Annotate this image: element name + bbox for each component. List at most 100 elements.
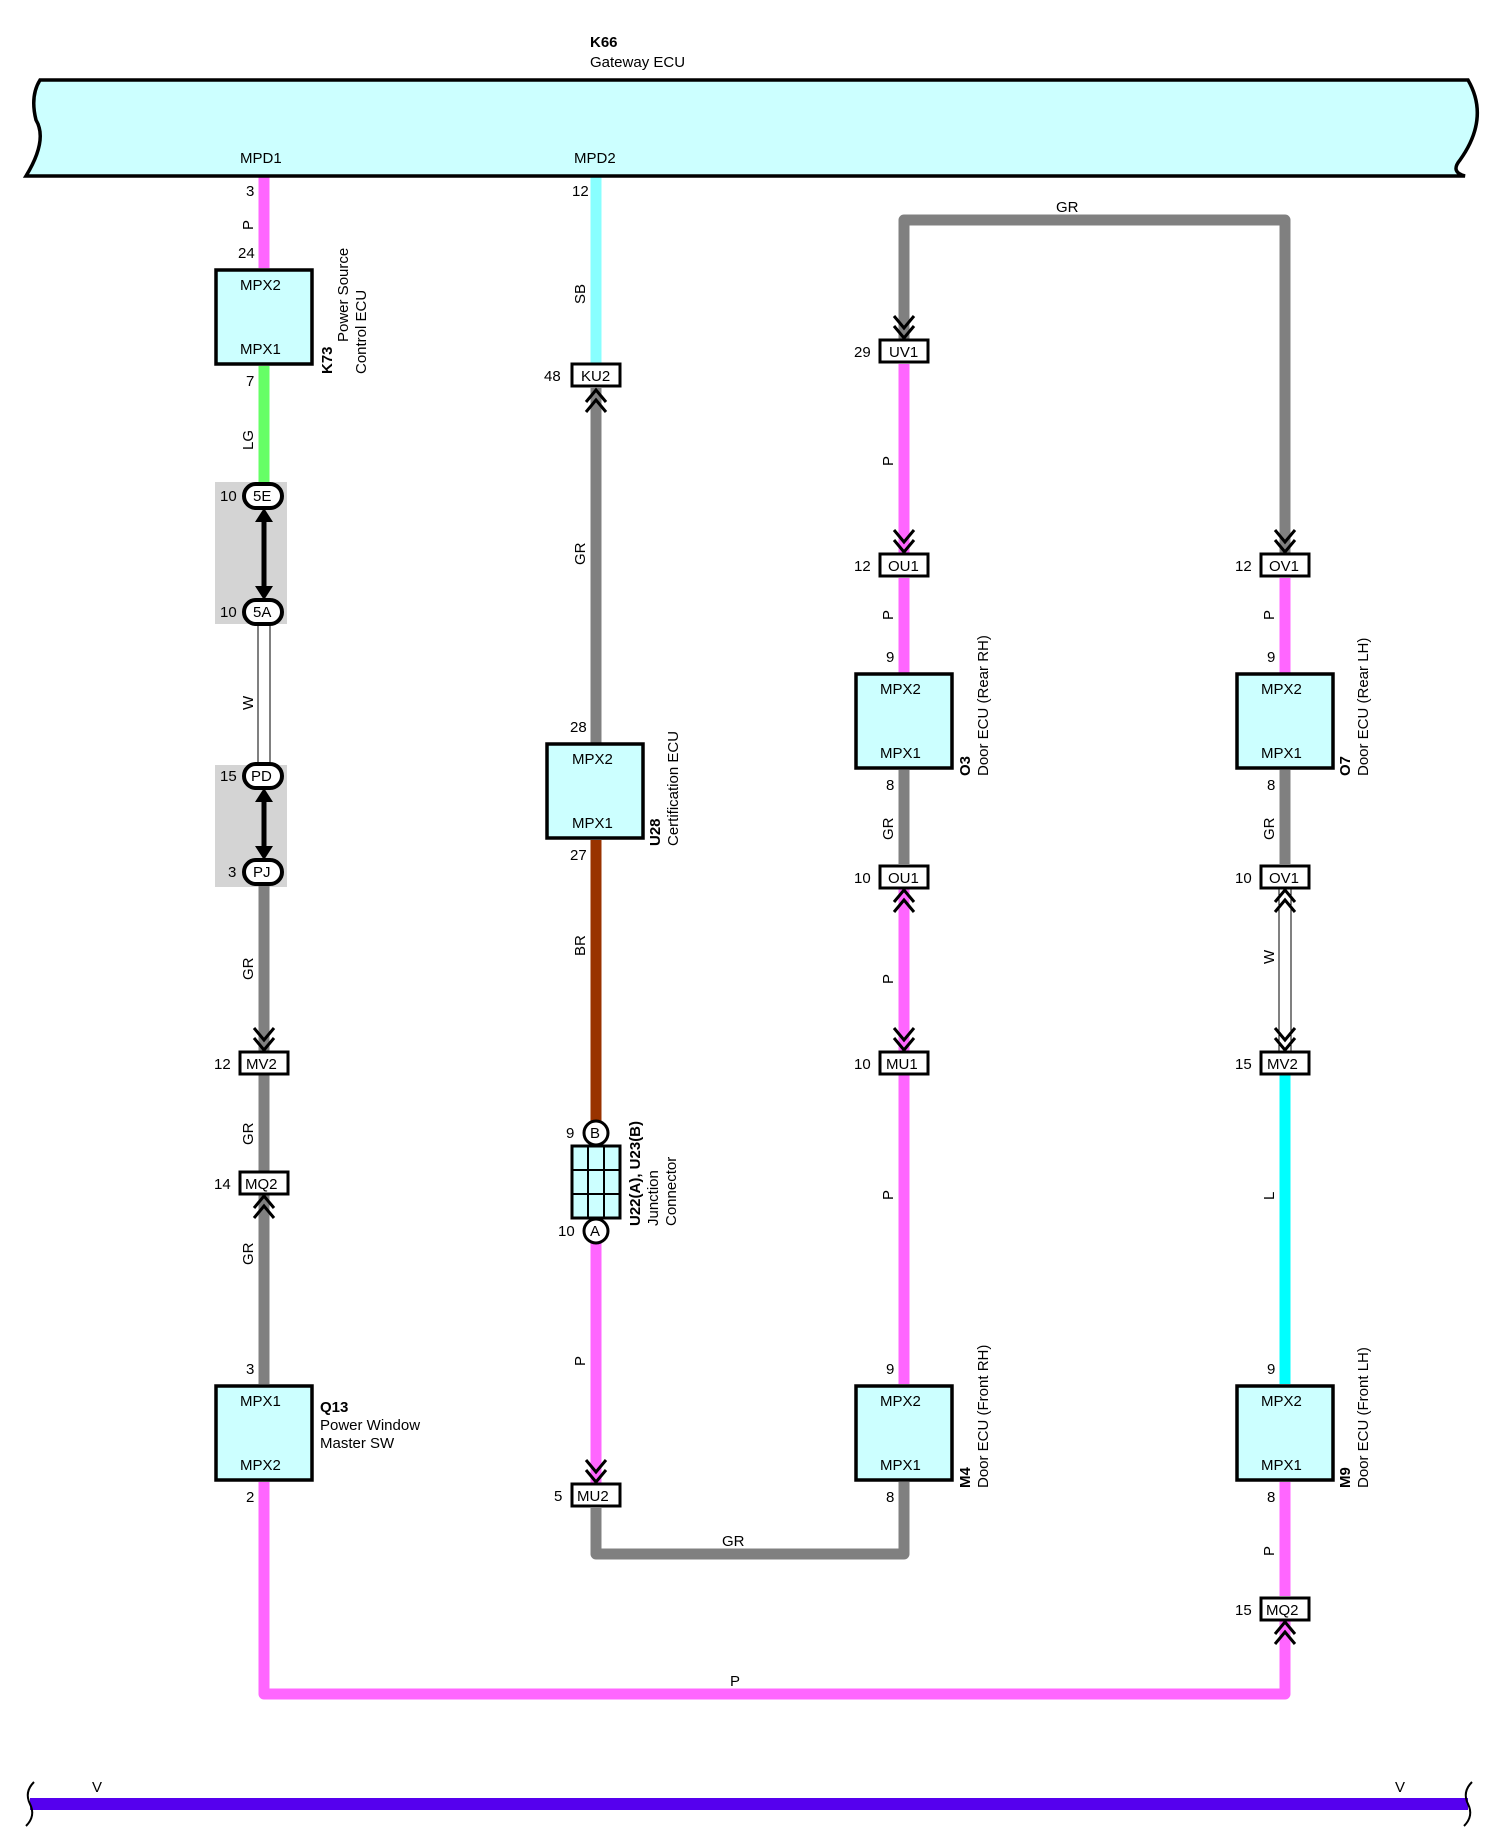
wire-label: P [1261,610,1278,620]
wire-label: P [880,974,897,984]
chevron-up-icon [252,1193,276,1209]
m4-top-port: MPX2 [880,1393,921,1410]
q13-top-port: MPX1 [240,1393,281,1410]
connector-mu2 [570,1482,622,1508]
connector-ov1-top-pin: 12 [1235,558,1252,575]
connector-pj-pin: 3 [228,864,236,881]
connector-mu2-label: MU2 [577,1488,609,1505]
o3-top-port: MPX2 [880,681,921,698]
wire-label: W [1261,949,1278,964]
chevron-down-icon [1273,539,1297,555]
gateway-pin-mpd1: MPD1 [240,150,282,167]
connector-mu1-pin: 10 [854,1056,871,1073]
wire-label: GR [240,1122,257,1145]
k73-bottom-port: MPX1 [240,341,281,358]
m9-top-pin: 9 [1267,1361,1275,1378]
connector-mv2-left-pin: 12 [214,1056,231,1073]
chevron-down-icon [1273,529,1297,545]
o7-bottom-pin: 8 [1267,777,1275,794]
chevron-up-icon [252,1203,276,1219]
wire-label: SB [572,284,589,304]
connector-mv2-right [1259,1050,1311,1076]
chevron-up-icon [1273,897,1297,913]
q13-code: Q13 [320,1399,348,1416]
bus-right-break [1463,1781,1473,1827]
arrow-head [255,788,273,802]
chevron-up-icon [892,887,916,903]
arrow-head [255,508,273,522]
wire-label: GR [1261,817,1278,840]
o3-top-pin: 9 [886,649,894,666]
chevron-down-icon [892,529,916,545]
junction-num-b: 9 [566,1125,574,1142]
bus-left-break [25,1781,35,1827]
u28-bottom-port: MPX1 [572,815,613,832]
q13-top-pin: 3 [246,1361,254,1378]
connector-mv2-right-label: MV2 [1267,1056,1298,1073]
o3-ecu-box [854,672,954,770]
wire-label: LG [240,430,257,450]
o3-code: O3 [957,756,974,776]
connector-mu1 [878,1050,930,1076]
m9-bottom-port: MPX1 [1261,1457,1302,1474]
m9-code: M9 [1337,1467,1354,1488]
connector-5e-label: 5E [253,488,271,505]
connector-ou1-bottom [878,864,930,890]
m4-bottom-pin: 8 [886,1489,894,1506]
connector-ou1-top-pin: 12 [854,558,871,575]
connector-5e-pin: 10 [220,488,237,505]
bus-left-label: V [92,1779,102,1796]
o7-top-pin: 9 [1267,649,1275,666]
connector-5a-pin: 10 [220,604,237,621]
q13-ecu-box [214,1384,314,1482]
junction-pin-a: A [590,1223,600,1240]
connector-ku2 [570,362,622,388]
chevron-up-icon [892,897,916,913]
connector-ov1-top [1259,552,1311,578]
m4-name: Door ECU (Front RH) [975,1345,992,1488]
u28-name: Certification ECU [665,731,682,846]
chevron-down-icon [584,1459,608,1475]
connector-mq2-left [238,1170,290,1196]
connector-mq2-right [1259,1596,1311,1622]
connector-ou1-bottom-label: OU1 [888,870,919,887]
m9-ecu-box [1235,1384,1335,1482]
o7-top-port: MPX2 [1261,681,1302,698]
connector-pd-label: PD [251,768,272,785]
connector-pd-pin: 15 [220,768,237,785]
connector-mu2-pin: 5 [554,1488,562,1505]
q13-bottom-pin: 2 [246,1489,254,1506]
arrow-head [255,586,273,600]
o3-name: Door ECU (Rear RH) [975,635,992,776]
wire-label: GR [240,1242,257,1265]
wire-w-5a-pd [257,611,271,779]
wire-label: W [240,695,257,710]
connector-5a-label: 5A [253,604,271,621]
m4-code: M4 [957,1467,974,1488]
junction-pin-b-circle [582,1119,610,1147]
connector-pj-label: PJ [253,864,271,881]
o7-ecu-box [1235,672,1335,770]
junction-code: U22(A), U23(B) [627,1121,644,1226]
chevron-up-icon [584,397,608,413]
wire-label: P [240,220,257,230]
u28-code: U28 [647,818,664,846]
connector-mq2-left-pin: 14 [214,1176,231,1193]
wire-label: GR [722,1533,745,1550]
chevron-down-icon [892,325,916,341]
chevron-down-icon [892,1027,916,1043]
connector-mq2-left-label: MQ2 [245,1176,278,1193]
connector-uv1-label: UV1 [889,344,918,361]
bus-right-label: V [1395,1779,1405,1796]
o7-bottom-port: MPX1 [1261,745,1302,762]
wire-label: P [572,1356,589,1366]
gateway-pin-mpd2: MPD2 [574,150,616,167]
gateway-name: Gateway ECU [590,54,685,71]
k73-top-port: MPX2 [240,277,281,294]
gateway-right-pin-number: 12 [572,183,589,200]
chevron-down-icon [252,1027,276,1043]
u28-top-pin: 28 [570,719,587,736]
connector-mv2-left [238,1050,290,1076]
chevron-down-icon [1273,1027,1297,1043]
